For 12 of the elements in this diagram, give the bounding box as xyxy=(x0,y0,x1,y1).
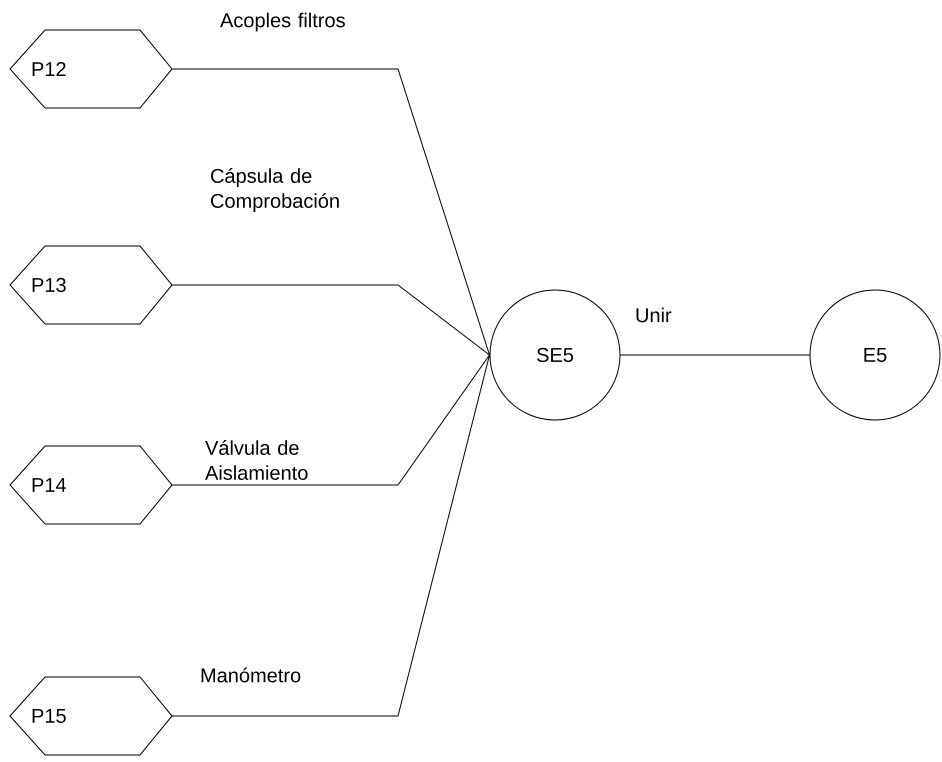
connector-line xyxy=(172,354,490,486)
edge-label: Unir xyxy=(636,308,672,322)
circle-node: SE5 xyxy=(490,290,620,420)
connector-line xyxy=(172,284,490,356)
edge-label: Válvula de Aislamiento xyxy=(205,440,308,480)
circle-node: E5 xyxy=(810,290,940,420)
connector-line xyxy=(172,354,490,716)
connector-line xyxy=(620,354,810,356)
edge-label: Acoples filtros xyxy=(220,12,345,32)
connector-line xyxy=(172,68,490,356)
edge-label: Manómetro xyxy=(202,668,300,682)
edge-label: Cápsula de Comprobación xyxy=(211,168,339,212)
